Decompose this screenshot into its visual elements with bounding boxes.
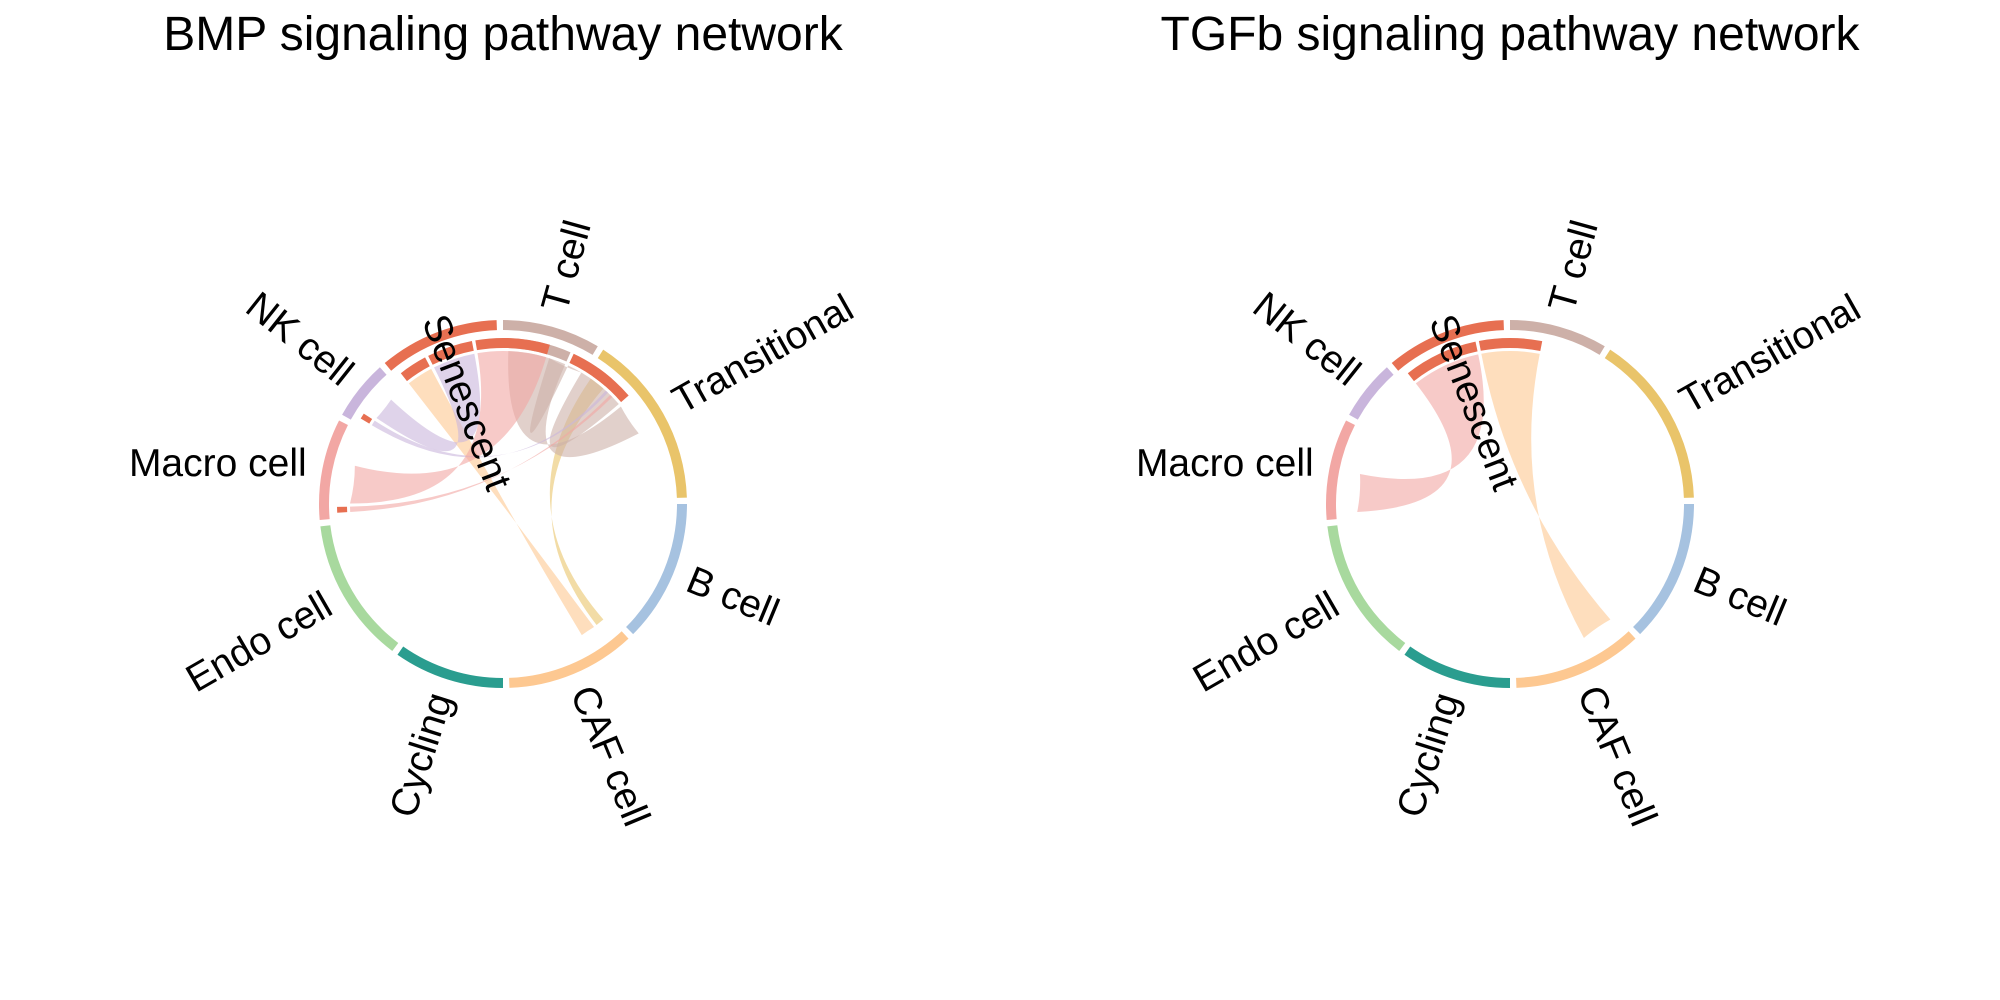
link-layer [1357, 350, 1611, 638]
link-stub-macro-cell [337, 506, 348, 513]
chord-link-senescent-to-nk-cell [376, 353, 481, 452]
sector-label-macro-cell: Macro cell [1136, 442, 1314, 485]
link-stub-senescent [400, 357, 430, 382]
sector-label-b-cell: B cell [680, 559, 785, 635]
sector-label-b-cell: B cell [1687, 559, 1792, 635]
sector-label-macro-cell: Macro cell [129, 442, 307, 485]
sector-label-nk-cell: NK cell [1245, 284, 1368, 395]
link-stub-senescent [1407, 341, 1478, 382]
link-layer [350, 350, 639, 636]
panel-tgfb: TGFb signaling pathway network B cellCAF… [1136, 8, 1868, 832]
chord-link-senescent-to-macro-cell [1357, 354, 1484, 513]
sector-transitional [597, 349, 687, 498]
link-stub-senescent [428, 340, 474, 365]
panel-bmp: BMP signaling pathway network B cellCAF … [129, 8, 861, 832]
sector-cycling [1404, 646, 1510, 688]
chord-link-senescent-to-macro-cell [350, 350, 547, 504]
panel-title-tgfb: TGFb signaling pathway network [1161, 8, 1861, 61]
sector-t-cell [503, 320, 598, 355]
sector-ring [1325, 320, 1694, 688]
sector-label-endo-cell: Endo cell [1186, 583, 1346, 700]
sector-label-cycling: Cycling [1389, 688, 1468, 823]
sector-label-caf-cell: CAF cell [1569, 680, 1665, 833]
sector-t-cell [1510, 320, 1605, 355]
stub-ring [337, 337, 629, 513]
link-stub-nk-cell [360, 413, 373, 424]
sector-nk-cell [1349, 367, 1394, 420]
sector-label-transitional: Transitional [1672, 286, 1867, 422]
sector-senescent [1391, 320, 1504, 371]
sector-label-caf-cell: CAF cell [562, 680, 658, 833]
sector-label-endo-cell: Endo cell [179, 583, 339, 700]
panel-title-bmp: BMP signaling pathway network [163, 8, 843, 61]
sector-label-nk-cell: NK cell [238, 284, 361, 395]
sector-label-transitional: Transitional [665, 286, 860, 422]
sector-transitional [1604, 349, 1694, 498]
link-stub-senescent [475, 337, 550, 355]
sector-label-t-cell: T cell [534, 216, 600, 317]
sector-b-cell [1633, 504, 1694, 635]
link-stub-senescent [1478, 337, 1543, 351]
sector-macro-cell [318, 420, 348, 521]
sector-ring [318, 320, 688, 688]
sector-senescent [384, 320, 497, 371]
chord-link-senescent-to-caf-cell [408, 368, 595, 636]
sector-endo-cell [320, 525, 399, 651]
sector-endo-cell [1327, 525, 1406, 651]
sector-b-cell [626, 504, 688, 635]
chord-link-t-cell-to-senescent [530, 358, 619, 448]
sector-label-cycling: Cycling [382, 688, 461, 823]
chord-link-t-cell-to-t-cell [508, 351, 639, 458]
stub-ring [1407, 337, 1543, 382]
sector-caf-cell [509, 631, 629, 688]
link-stub-t-cell [569, 353, 629, 403]
sector-caf-cell [1516, 631, 1636, 688]
sector-nk-cell [342, 367, 387, 420]
sector-label-t-cell: T cell [1541, 216, 1607, 317]
sector-macro-cell [1325, 420, 1355, 521]
sector-cycling [397, 646, 503, 688]
chord-link-senescent-to-caf-cell [1481, 350, 1611, 638]
